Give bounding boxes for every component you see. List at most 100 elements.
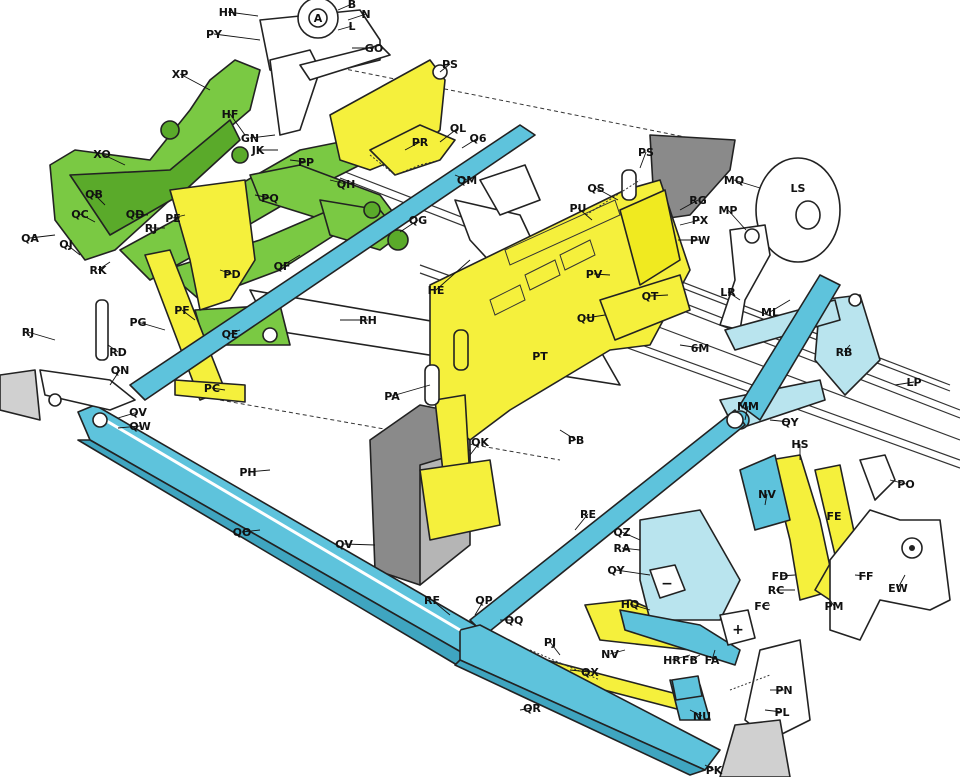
shaft-6m <box>639 319 960 441</box>
leader-line-pm <box>829 599 835 607</box>
leader-line-qe <box>229 329 241 335</box>
label-hn: HN <box>219 6 237 19</box>
blue-base-qr <box>459 624 721 771</box>
label-po: PO <box>897 478 914 491</box>
minus-key-symbol: − <box>661 576 673 592</box>
yellow-column-qs <box>619 189 681 286</box>
label-qr: QR <box>523 702 541 715</box>
frame-bracket <box>479 164 541 216</box>
leader-line-qf <box>281 254 301 267</box>
label-qu: QU <box>577 312 595 325</box>
label-pd: PD <box>223 268 240 281</box>
label-qh: QH <box>337 178 356 191</box>
bar-go <box>299 44 391 81</box>
pivot-qh <box>363 201 381 219</box>
pivot-rb <box>848 293 862 307</box>
leader-line-qd <box>134 213 149 216</box>
leader-line-rk <box>97 261 111 271</box>
label-qo: QO <box>233 526 252 539</box>
leader-line-qm <box>454 174 468 181</box>
label-ps: PS <box>442 58 458 71</box>
label-go: GO <box>365 42 383 55</box>
foot-right <box>719 719 791 777</box>
leader-line-rg <box>679 199 699 211</box>
label-rf: RF <box>424 594 440 607</box>
leader-line-qs <box>595 187 619 201</box>
blue-link-ml <box>739 274 841 421</box>
yellow-roller-qu <box>599 274 691 341</box>
leader-line-pe <box>172 214 186 219</box>
label-mp: MP <box>718 204 737 217</box>
sector-pr <box>369 124 456 176</box>
label-qq: QQ <box>505 614 524 627</box>
label-mq: MQ <box>724 174 744 187</box>
pivot-xo <box>160 120 180 140</box>
leader-line-6m <box>679 344 701 349</box>
part-labels: HNBNLGOPYPSXPHFPRQLQ6GNJKXOPPQMQHPQPSQSR… <box>21 0 921 777</box>
label-pa: PA <box>384 390 400 403</box>
label-qv: QV <box>129 406 147 419</box>
leader-line-qv <box>117 411 139 419</box>
label-ml: ML <box>761 306 779 319</box>
leader-line-qt <box>649 294 669 297</box>
leader-line-qg <box>399 219 419 233</box>
label-qb: QB <box>85 188 103 201</box>
label-nv2: NV <box>601 648 619 661</box>
leader-line-xp <box>179 73 211 91</box>
label-qz: QZ <box>613 526 630 539</box>
leader-line-lp <box>894 381 915 386</box>
rail-ph-highlight <box>104 418 461 632</box>
leader-line-hn <box>227 11 259 17</box>
label-pl: PL <box>774 706 789 719</box>
label-pr: PR <box>412 136 429 149</box>
label-pj: PJ <box>544 636 556 649</box>
leader-line-qo <box>241 529 261 533</box>
blue-lever-nv <box>739 454 791 531</box>
gear-a-hub <box>308 8 328 28</box>
label-rk: RK <box>90 264 107 277</box>
label-fe: FE <box>826 510 841 523</box>
leader-line-qb <box>93 193 106 206</box>
leader-line-qj <box>65 243 81 256</box>
label-qw: QW <box>129 420 150 433</box>
label-ff: FF <box>858 570 873 583</box>
label-fb: FB <box>682 654 698 667</box>
leader-line-px <box>679 219 701 226</box>
label-xo: XO <box>93 148 110 161</box>
label-qc: QC <box>71 208 88 221</box>
gear-a-letter: A <box>314 12 323 25</box>
label-pc: PC <box>204 382 220 395</box>
label-mm: MM <box>737 400 759 413</box>
leader-line-re <box>574 513 589 531</box>
label-qs: QS <box>587 182 604 195</box>
label-qk: QK <box>471 436 489 449</box>
leader-line-rd <box>107 344 119 353</box>
minus-key <box>649 564 686 599</box>
label-q6: Q6 <box>469 132 486 145</box>
leader-line-hq <box>629 603 651 611</box>
label-qg: QG <box>409 214 427 227</box>
comb-slot-2 <box>524 259 561 291</box>
leader-line-fb <box>689 654 701 661</box>
leader-line-nu <box>689 709 703 717</box>
label-qa: QA <box>21 232 39 245</box>
blue-plate-hq <box>619 609 741 666</box>
comb-slot-3 <box>559 239 596 271</box>
lever-qn <box>39 369 136 411</box>
label-jk: JK <box>251 144 265 157</box>
label-hf: HF <box>222 108 239 121</box>
label-qf: QF <box>274 260 291 273</box>
label-nv: NV <box>758 488 776 501</box>
label-ph: PH <box>239 466 256 479</box>
leader-line-pg <box>137 321 166 331</box>
leader-line-mm <box>744 405 749 421</box>
leader-line-qk <box>469 441 481 456</box>
leader-line-qy2 <box>615 569 651 576</box>
yellow-block-qk <box>419 459 501 541</box>
label-qx: QX <box>581 666 599 679</box>
leader-line-py <box>213 33 261 41</box>
leader-line-pc <box>211 387 226 391</box>
pivot-re <box>726 411 744 429</box>
leader-line-pq <box>254 194 271 199</box>
label-fc: FC <box>754 600 770 613</box>
